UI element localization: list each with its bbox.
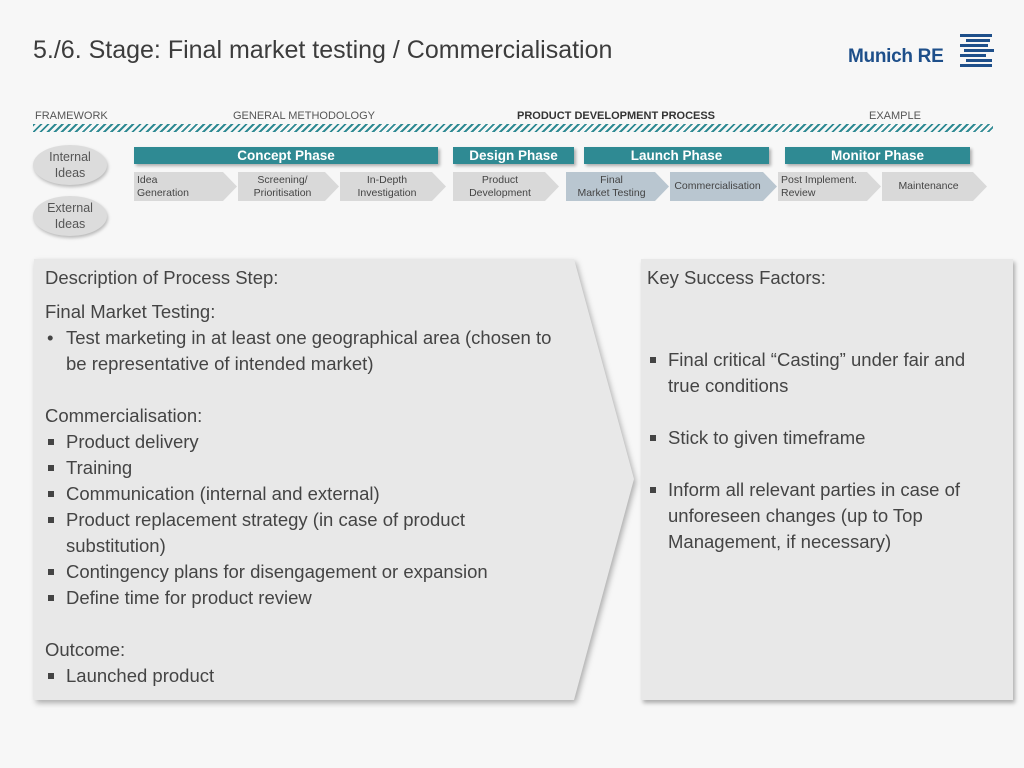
- list-item: Final critical “Casting” under fair and …: [647, 347, 997, 399]
- design-phase-bar: Design Phase: [453, 147, 574, 164]
- outcome-heading: Outcome:: [45, 639, 126, 660]
- concept-phase-bar: Concept Phase: [134, 147, 438, 164]
- list-item: Training: [45, 455, 575, 481]
- hatched-divider: [33, 124, 993, 132]
- nav-framework[interactable]: FRAMEWORK: [35, 110, 108, 122]
- list-item: Contingency plans for disengagement or e…: [45, 559, 575, 585]
- step-final-market-testing: Final Market Testing: [566, 172, 669, 201]
- step-product-development: Product Development: [453, 172, 559, 201]
- list-item: Communication (internal and external): [45, 481, 575, 507]
- key-success-factors-list: Final critical “Casting” under fair and …: [647, 347, 997, 555]
- key-success-factors-heading: Key Success Factors:: [647, 267, 826, 288]
- list-item: Define time for product review: [45, 585, 575, 611]
- final-market-testing-list: Test marketing in at least one geographi…: [45, 325, 575, 377]
- list-item: Product replacement strategy (in case of…: [45, 507, 545, 559]
- launch-phase-bar: Launch Phase: [584, 147, 769, 164]
- list-item: Launched product: [45, 663, 575, 689]
- page-title: 5./6. Stage: Final market testing / Comm…: [33, 36, 613, 64]
- internal-ideas-bubble: Internal Ideas: [33, 145, 107, 185]
- step-in-depth-investigation: In-Depth Investigation: [340, 172, 446, 201]
- munich-re-logo: Munich RE: [848, 32, 998, 72]
- key-success-factors-panel: Key Success Factors: Final critical “Cas…: [641, 259, 1013, 700]
- external-ideas-bubble: External Ideas: [33, 196, 107, 236]
- list-item: Stick to given timeframe: [647, 425, 997, 451]
- step-screening: Screening/ Prioritisation: [238, 172, 339, 201]
- commercialisation-heading: Commercialisation:: [45, 405, 203, 426]
- step-idea-generation: Idea Generation: [134, 172, 237, 201]
- list-item: Test marketing in at least one geographi…: [45, 325, 575, 377]
- final-market-testing-heading: Final Market Testing:: [45, 301, 216, 322]
- commercialisation-list: Product delivery Training Communication …: [45, 429, 575, 611]
- nav-product-development-process[interactable]: PRODUCT DEVELOPMENT PROCESS: [517, 110, 716, 122]
- nav-general-methodology[interactable]: GENERAL METHODOLOGY: [233, 110, 376, 122]
- logo-text: Munich RE: [848, 46, 944, 67]
- monitor-phase-bar: Monitor Phase: [785, 147, 970, 164]
- list-item: Product delivery: [45, 429, 575, 455]
- description-heading: Description of Process Step:: [45, 267, 279, 288]
- nav-example[interactable]: EXAMPLE: [869, 110, 921, 122]
- step-post-implement-review: Post Implement. Review: [778, 172, 881, 201]
- breadcrumb-nav: FRAMEWORK GENERAL METHODOLOGY PRODUCT DE…: [0, 110, 1024, 124]
- step-commercialisation: Commercialisation: [670, 172, 777, 201]
- step-maintenance: Maintenance: [882, 172, 987, 201]
- description-panel: Description of Process Step: Final Marke…: [34, 259, 638, 700]
- list-item: Inform all relevant parties in case of u…: [647, 477, 997, 555]
- outcome-list: Launched product: [45, 663, 575, 689]
- logo-mark-icon: [960, 34, 994, 67]
